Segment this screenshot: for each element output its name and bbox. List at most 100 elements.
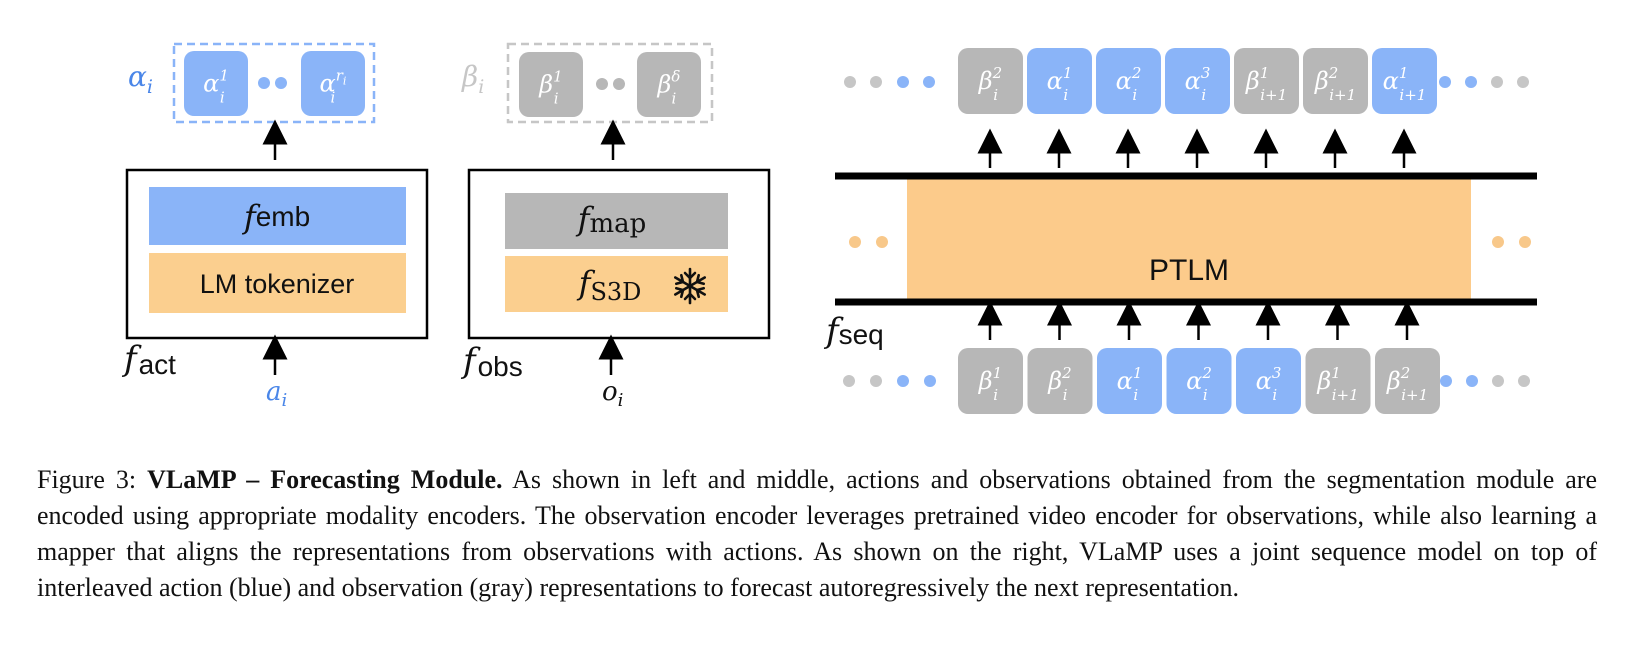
ellipsis-dot [258, 77, 270, 89]
token-box [1372, 48, 1437, 114]
figure-title: VLaMP – Forecasting Module. [147, 465, 503, 494]
ellipsis-dot [876, 236, 888, 248]
ellipsis-dot [613, 78, 625, 90]
ptlm-label: PTLM [1149, 254, 1229, 287]
ellipsis-dot [924, 375, 936, 387]
token-box [1096, 48, 1161, 114]
token-box [519, 52, 583, 117]
token-box [184, 51, 248, 116]
ellipsis-dot [923, 76, 935, 88]
token-box [1236, 348, 1301, 414]
token-box [301, 51, 365, 116]
ellipsis-dot [897, 375, 909, 387]
action-output-label: αi [128, 60, 153, 98]
action-input-label: ai [266, 377, 287, 411]
embedding-layer [149, 187, 406, 245]
embedding-layer-label: femb [242, 198, 310, 236]
figure-caption: Figure 3: VLaMP – Forecasting Module. As… [37, 462, 1597, 606]
mapper-layer-label: fmap [576, 200, 647, 239]
sequence-model-label: fseq [823, 311, 884, 351]
ellipsis-dot [1466, 375, 1478, 387]
ellipsis-dot [1491, 76, 1503, 88]
ellipsis-dot [844, 76, 856, 88]
action-encoder-label: fact [121, 339, 176, 380]
ellipsis-dot [870, 76, 882, 88]
ellipsis-dot [843, 375, 855, 387]
ellipsis-dot [1517, 76, 1529, 88]
token-box [1165, 48, 1230, 114]
ellipsis-dot [1465, 76, 1477, 88]
token-box [637, 52, 701, 117]
ptlm-block [907, 177, 1471, 301]
snowflake-icon [674, 267, 706, 305]
figure-label: Figure 3: [37, 465, 148, 494]
token-box [1097, 348, 1162, 414]
ellipsis-dot [1492, 236, 1504, 248]
ellipsis-dot [596, 78, 608, 90]
tokenizer-layer-label: LM tokenizer [200, 269, 355, 299]
token-box [1027, 48, 1092, 114]
ellipsis-dot [1439, 76, 1451, 88]
token-box [1375, 348, 1440, 414]
tokenizer-layer [149, 253, 406, 313]
ellipsis-dot [870, 375, 882, 387]
mapper-layer [505, 193, 728, 249]
output-arrows [977, 128, 1417, 168]
figure-caption-body: As shown in left and middle, actions and… [37, 465, 1597, 602]
observation-output-label: βi [461, 60, 484, 98]
ellipsis-dot [1492, 375, 1504, 387]
ellipsis-dot [1519, 236, 1531, 248]
ellipsis-dot [897, 76, 909, 88]
token-box [1166, 348, 1232, 414]
input-arrows [977, 300, 1420, 340]
ellipsis-dot [1518, 375, 1530, 387]
ellipsis-dot [275, 77, 287, 89]
observation-input-label: oi [602, 377, 623, 411]
token-box [958, 348, 1023, 414]
token-box [958, 48, 1023, 114]
ellipsis-dot [849, 236, 861, 248]
